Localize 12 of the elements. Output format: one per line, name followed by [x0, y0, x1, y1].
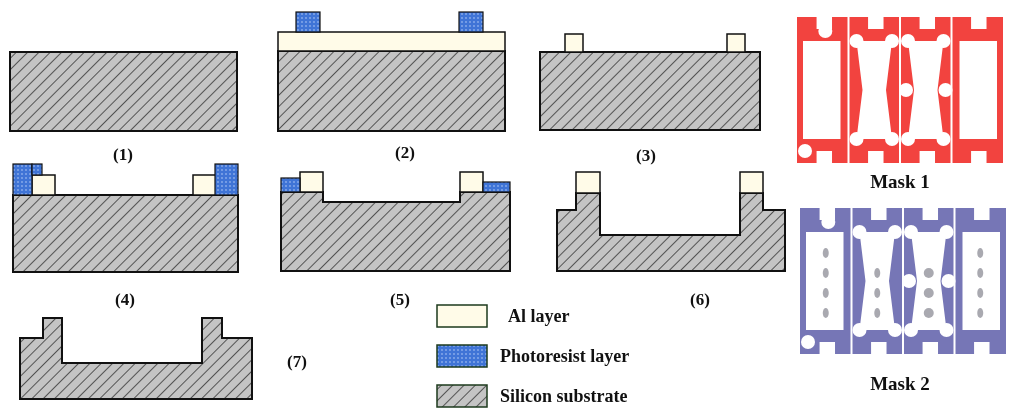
step-label: (4): [115, 290, 135, 310]
step-label: Mask 1: [870, 171, 930, 193]
step-label: (5): [390, 290, 410, 310]
step-label: (7): [287, 352, 307, 372]
legend-label: Silicon substrate: [500, 385, 628, 407]
legend-label: Photoresist layer: [500, 345, 630, 367]
step-label: (1): [113, 145, 133, 165]
step-label: (6): [690, 290, 710, 310]
legend-label: Al layer: [508, 305, 570, 327]
step-label: (3): [636, 146, 656, 166]
step-label: (2): [395, 143, 415, 163]
step-label: Mask 2: [870, 373, 930, 395]
